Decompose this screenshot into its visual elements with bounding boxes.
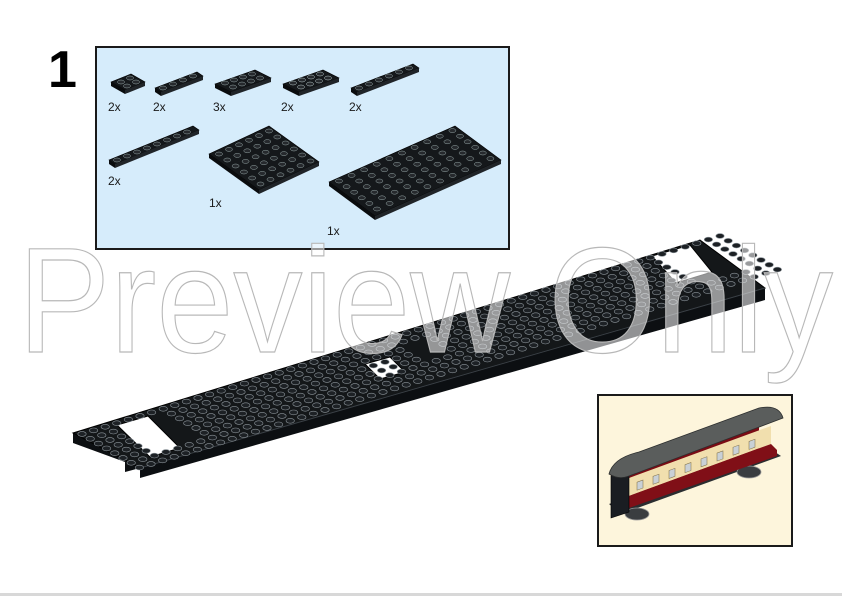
train-coach-icon xyxy=(608,406,784,521)
plate-1x6-icon xyxy=(350,63,420,96)
quantity-label: 2x xyxy=(281,100,294,114)
plate-6x6-icon xyxy=(208,125,320,194)
quantity-label: 1x xyxy=(327,224,340,238)
quantity-label: 1x xyxy=(209,196,222,210)
page-bottom-edge xyxy=(0,593,842,596)
parts-list-callout: 2x 2x 3x 2x xyxy=(95,46,510,250)
plate-6x10-icon xyxy=(328,125,502,220)
final-model-preview xyxy=(597,394,793,547)
quantity-label: 3x xyxy=(213,100,226,114)
quantity-label: 2x xyxy=(153,100,166,114)
step-number: 1 xyxy=(48,41,77,99)
quantity-label: 2x xyxy=(108,174,121,188)
plate-2x4-holes-icon xyxy=(282,69,340,96)
plate-2x2-icon xyxy=(110,73,146,94)
plate-1x4-icon xyxy=(154,71,204,96)
quantity-label: 2x xyxy=(349,100,362,114)
quantity-label: 2x xyxy=(108,100,121,114)
plate-1x8-icon xyxy=(108,125,200,168)
plate-2x4-icon xyxy=(214,69,272,96)
